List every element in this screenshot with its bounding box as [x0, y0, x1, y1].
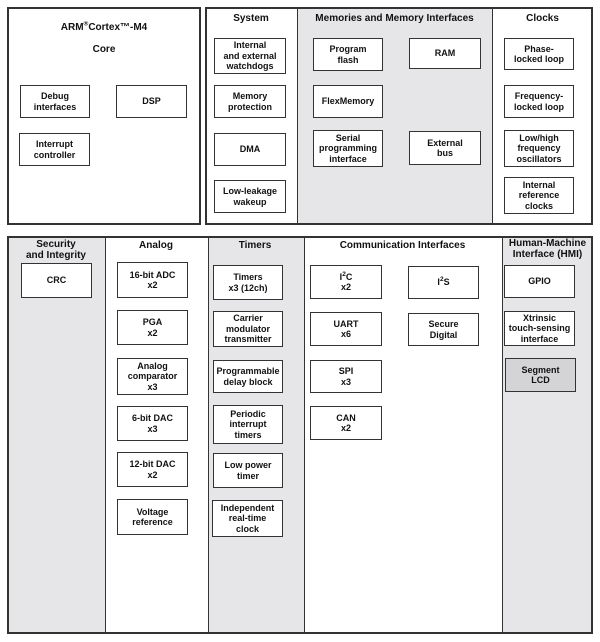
- block-6bit-dac: 6-bit DAC x3: [117, 406, 188, 441]
- i2c-base: I: [339, 271, 343, 282]
- block-i2s: I2S: [408, 266, 479, 299]
- block-label: Programmable delay block: [216, 366, 280, 387]
- block-voltage-reference: Voltage reference: [117, 499, 188, 535]
- block-segment-lcd: Segment LCD: [505, 358, 576, 392]
- block-label: Program flash: [329, 44, 367, 65]
- security-title: Security and Integrity: [25, 239, 86, 261]
- block-label: Timers x3 (12ch): [228, 272, 268, 293]
- arm-text: ARM: [60, 22, 84, 33]
- clocks-title: Clocks: [526, 13, 559, 24]
- block-label: GPIO: [528, 276, 551, 287]
- block-frequency-locked-loop: Frequency- locked loop: [504, 85, 574, 118]
- block-dma: DMA: [214, 133, 286, 166]
- block-uart: UART x6: [310, 312, 382, 346]
- block-label: Low-leakage wakeup: [222, 186, 278, 207]
- arm-core-title: ARM®Cortex™-M4 Core: [7, 11, 201, 66]
- block-label: Analog comparator x3: [127, 360, 178, 392]
- block-i2c: I2C x2: [310, 265, 382, 299]
- block-memory-protection: Memory protection: [214, 85, 286, 118]
- analog-title: Analog: [139, 240, 173, 251]
- i2c-superscript: 2: [342, 270, 346, 278]
- block-label: SPI x3: [338, 366, 354, 387]
- block-label: CRC: [46, 275, 67, 286]
- block-label: Phase- locked loop: [513, 43, 564, 65]
- block-label: Xtrinsic touch-sensing interface: [508, 312, 571, 344]
- timers-title: Timers: [238, 240, 272, 251]
- block-label: Frequency- locked loop: [513, 91, 564, 112]
- block-label: 12-bit DAC x2: [129, 459, 176, 480]
- block-carrier-modulator-transmitter: Carrier modulator transmitter: [213, 311, 283, 347]
- block-count: x2: [340, 282, 351, 292]
- block-oscillators: Low/high frequency oscillators: [504, 130, 574, 167]
- i2s-suffix: S: [443, 277, 450, 288]
- block-periodic-interrupt-timers: Periodic interrupt timers: [213, 405, 283, 444]
- block-label: Low/high frequency oscillators: [516, 132, 562, 164]
- block-label: Memory protection: [228, 91, 272, 112]
- hmi-title: Human-Machine Interface (HMI): [508, 238, 587, 260]
- block-label: Serial programming interface: [318, 132, 377, 164]
- block-label: FlexMemory: [321, 96, 375, 107]
- block-dsp: DSP: [116, 85, 187, 118]
- i2s-superscript: 2: [439, 276, 444, 284]
- block-xtrinsic-touch-sensing: Xtrinsic touch-sensing interface: [504, 311, 575, 346]
- block-flexmemory: FlexMemory: [313, 85, 383, 118]
- block-watchdogs: Internal and external watchdogs: [214, 38, 286, 74]
- block-label: RAM: [434, 48, 456, 59]
- block-label: Segment LCD: [521, 364, 560, 386]
- block-label: Secure Digital: [428, 319, 459, 340]
- section-security: [9, 238, 105, 632]
- block-can: CAN x2: [310, 406, 382, 440]
- section-hmi: [502, 238, 591, 632]
- block-serial-programming-interface: Serial programming interface: [313, 130, 383, 167]
- block-label: DMA: [239, 144, 261, 155]
- block-external-bus: External bus: [409, 131, 481, 165]
- system-title: System: [233, 13, 269, 24]
- block-label: UART x6: [333, 318, 359, 340]
- block-label: 6-bit DAC x3: [132, 413, 173, 434]
- block-label: I2S: [437, 277, 449, 288]
- block-label: Interrupt controller: [33, 139, 76, 160]
- block-label: CAN x2: [336, 412, 356, 434]
- arm-core-title-line2: Core: [92, 44, 116, 55]
- block-pga: PGA x2: [117, 310, 188, 345]
- block-label: Independent real-time clock: [220, 502, 275, 534]
- block-low-leakage-wakeup: Low-leakage wakeup: [214, 180, 286, 213]
- registered-symbol: ®: [83, 20, 89, 28]
- block-12bit-dac: 12-bit DAC x2: [117, 452, 188, 487]
- block-label: Carrier modulator transmitter: [224, 313, 272, 345]
- block-internal-reference-clocks: Internal reference clocks: [504, 177, 574, 214]
- i2s-base: I: [437, 277, 440, 288]
- block-label: Internal reference clocks: [518, 179, 560, 211]
- block-interrupt-controller: Interrupt controller: [19, 133, 90, 166]
- block-label: DSP: [142, 96, 161, 107]
- block-phase-locked-loop: Phase- locked loop: [504, 38, 574, 70]
- block-label: PGA x2: [142, 317, 163, 338]
- memories-title: Memories and Memory Interfaces: [315, 13, 474, 24]
- block-spi: SPI x3: [310, 360, 382, 393]
- block-analog-comparator: Analog comparator x3: [117, 358, 188, 395]
- cortex-m4-text: Cortex™-M4: [88, 22, 148, 33]
- block-programmable-delay-block: Programmable delay block: [213, 360, 283, 393]
- block-crc: CRC: [21, 263, 92, 298]
- block-timers: Timers x3 (12ch): [213, 265, 283, 300]
- block-independent-real-time-clock: Independent real-time clock: [212, 500, 283, 537]
- block-16bit-adc: 16-bit ADC x2: [117, 262, 188, 298]
- block-ram: RAM: [409, 38, 481, 69]
- block-secure-digital: Secure Digital: [408, 313, 479, 346]
- block-label: External bus: [427, 137, 463, 159]
- comm-title: Communication Interfaces: [339, 240, 466, 251]
- block-label: I2C: [339, 270, 353, 283]
- block-low-power-timer: Low power timer: [213, 453, 283, 488]
- block-label: Low power timer: [224, 460, 272, 481]
- block-label: Debug interfaces: [33, 91, 77, 112]
- block-gpio: GPIO: [504, 265, 575, 298]
- block-label: Voltage reference: [132, 506, 173, 528]
- block-debug-interfaces: Debug interfaces: [20, 85, 90, 118]
- block-program-flash: Program flash: [313, 38, 383, 71]
- block-label: Periodic interrupt timers: [229, 408, 267, 440]
- block-label: Internal and external watchdogs: [223, 40, 277, 72]
- i2c-suffix: C: [345, 271, 353, 282]
- block-label: 16-bit ADC x2: [129, 269, 176, 291]
- arm-core-title-line1: ARM®Cortex™-M4: [7, 20, 201, 33]
